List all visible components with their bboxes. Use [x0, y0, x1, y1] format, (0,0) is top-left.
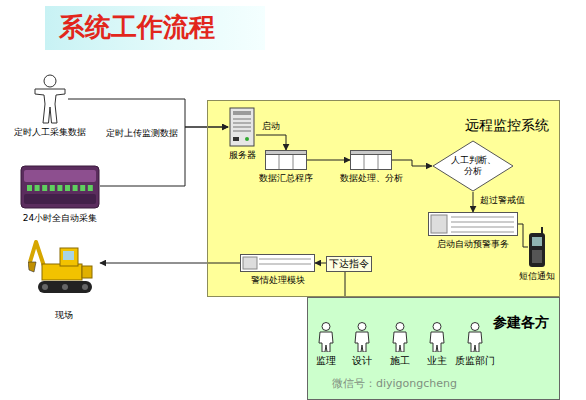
- small-symbol: [352, 322, 372, 352]
- node-label: 监理: [316, 355, 336, 367]
- node-label: 业主: [427, 355, 447, 367]
- edge-label: 超过警戒值: [478, 195, 527, 206]
- node-label: 警情处理模块: [251, 275, 305, 286]
- connector: [307, 160, 350, 161]
- node-label: 启动自动预警事务: [437, 239, 509, 250]
- form-symbol: [240, 254, 315, 272]
- connector: [100, 263, 240, 264]
- party-person: 业主: [427, 322, 447, 352]
- edge-label: 下达指令: [326, 256, 372, 272]
- phone-icon: 短信通知: [528, 226, 546, 268]
- data-logger: 24小时全自动采集: [20, 162, 100, 210]
- server-symbol: [228, 107, 256, 147]
- digger-symbol: [28, 236, 100, 294]
- region-fill: [307, 297, 560, 400]
- party-person: 监理: [316, 322, 336, 352]
- node-label: 施工: [390, 355, 410, 367]
- program-box: 数据汇总程序: [265, 150, 307, 170]
- site-excavator: 现场: [28, 236, 100, 294]
- title-text: 系统工作流程: [59, 12, 215, 43]
- node-label: 设计: [352, 355, 372, 367]
- party-person: 设计: [352, 322, 372, 352]
- region-title: 远程监控系统: [465, 117, 549, 134]
- person-symbol: [32, 74, 68, 124]
- connector: [68, 99, 228, 127]
- win-symbol: [265, 150, 307, 170]
- server-icon: 服务器: [228, 107, 256, 147]
- node-label: 数据汇总程序: [259, 173, 313, 184]
- watermark: 微信号：diyigongcheng: [330, 377, 459, 390]
- win-symbol: [350, 150, 392, 170]
- node-label: 人工判断、分析: [447, 155, 499, 177]
- region-fill: [207, 100, 560, 297]
- connector: [518, 224, 528, 247]
- phone-symbol: [528, 226, 546, 268]
- node-label: 数据处理、分析: [340, 173, 403, 184]
- party-person: 施工: [390, 322, 410, 352]
- node-label: 质监部门: [455, 355, 495, 367]
- small-symbol: [316, 322, 336, 352]
- program-box: 数据处理、分析: [350, 150, 392, 170]
- node-label: 现场: [55, 310, 73, 321]
- connector: [392, 160, 432, 166]
- node-label: 定时人工采集数据: [14, 127, 86, 138]
- small-symbol: [390, 322, 410, 352]
- connector: [100, 127, 228, 186]
- handling-module: 警情处理模块: [240, 254, 315, 272]
- party-person: 质监部门: [465, 322, 485, 352]
- small-symbol: [465, 322, 485, 352]
- node-label: 短信通知: [519, 271, 555, 282]
- title-band: 系统工作流程: [45, 6, 265, 50]
- connector: [473, 192, 474, 212]
- node-label: 24小时全自动采集: [23, 213, 97, 224]
- logger-symbol: [20, 162, 100, 210]
- alarm-module: 启动自动预警事务: [428, 212, 518, 236]
- form-symbol: [428, 212, 518, 236]
- decision-diamond: 人工判断、分析: [432, 140, 514, 192]
- small-symbol: [427, 322, 447, 352]
- edge-label: 定时上传监测数据: [104, 128, 180, 139]
- edge-label: 启动: [260, 121, 282, 132]
- worker-icon: 定时人工采集数据: [32, 74, 68, 124]
- node-label: 服务器: [229, 150, 256, 161]
- connector: [256, 135, 286, 150]
- region-title: 参建各方: [493, 314, 549, 331]
